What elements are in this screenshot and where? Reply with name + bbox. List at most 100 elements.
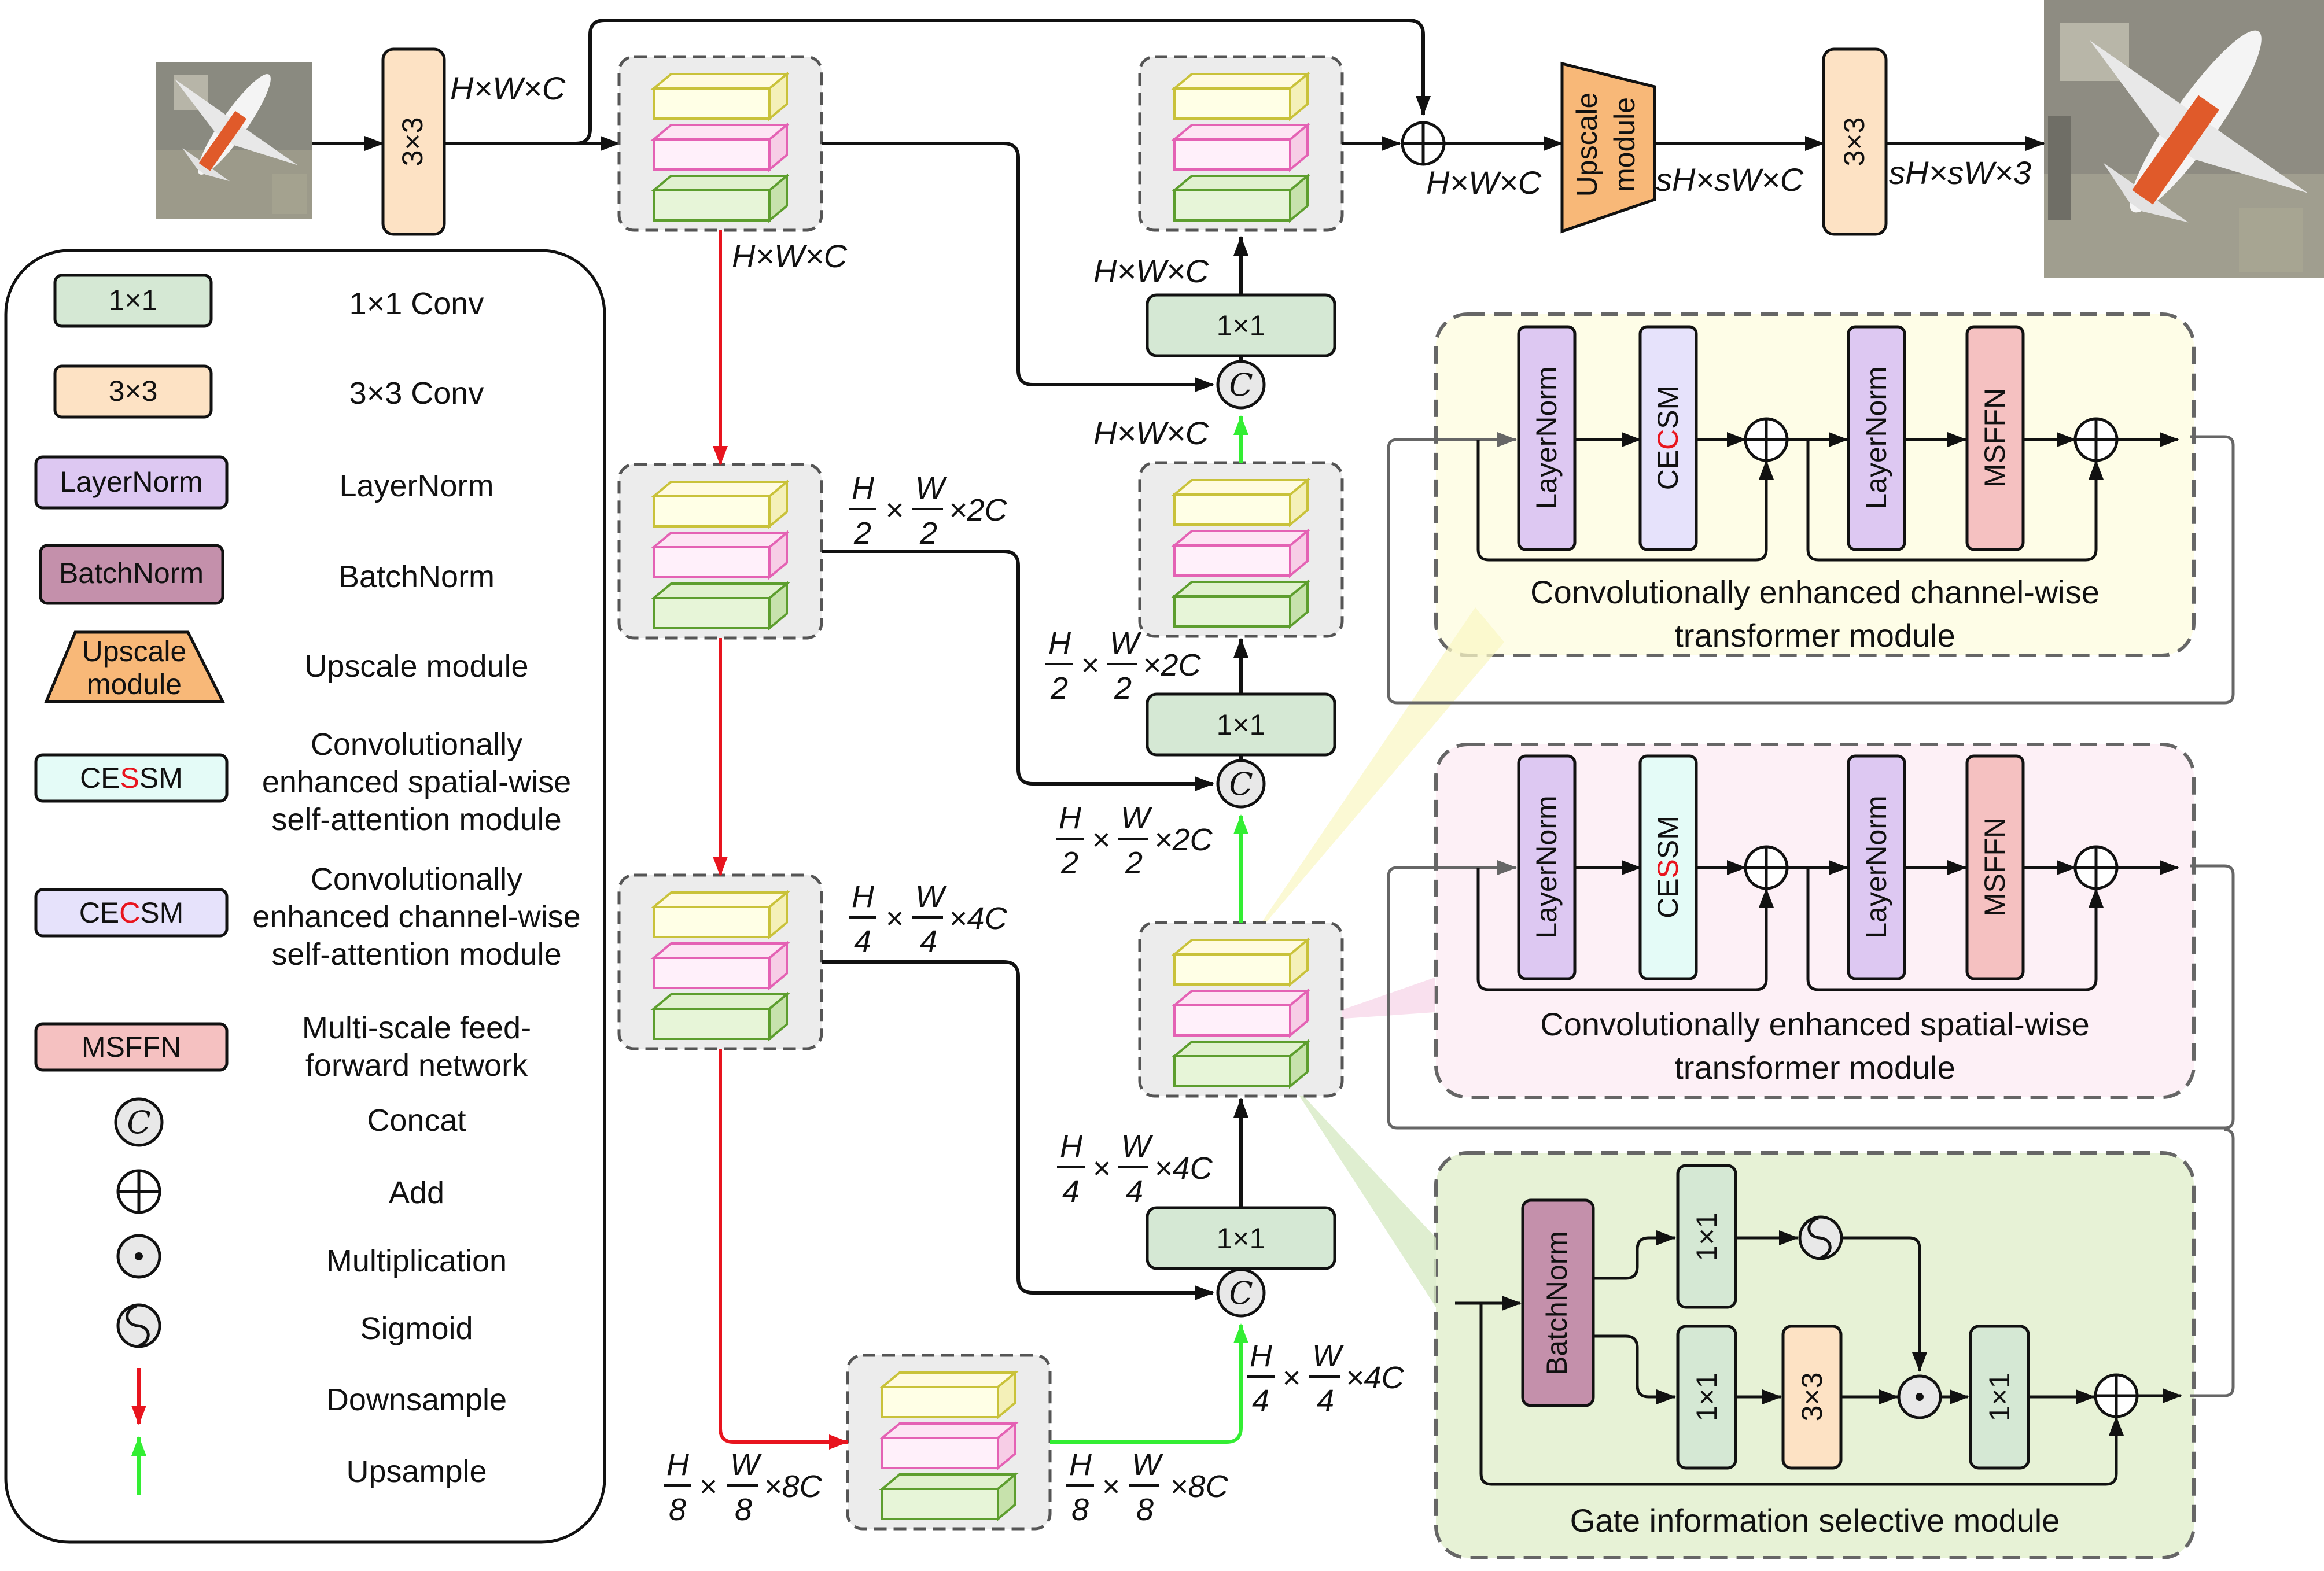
callout-channel: [1244, 607, 1504, 949]
gate-add: [2095, 1375, 2137, 1417]
legend-label-layernorm: LayerNorm: [339, 469, 493, 503]
dim-out-final: sH×sW×3: [1889, 154, 2031, 191]
add-node-global: [1402, 123, 1444, 164]
legend-label-down: Downsample: [326, 1382, 507, 1417]
svg-text:H: H: [852, 879, 875, 914]
svg-text:×: ×: [1092, 1151, 1111, 1186]
svg-text:CECSM: CECSM: [1652, 386, 1684, 491]
spatial-add-2: [2075, 847, 2117, 888]
encoder-block-4: [848, 1355, 1050, 1529]
svg-text:MSFFN: MSFFN: [1979, 388, 2011, 488]
dim-up3: H4 × W4 ×4C: [1247, 1338, 1405, 1418]
legend-swatch-cecsm: [34, 888, 229, 938]
legend-label-add: Add: [389, 1175, 444, 1210]
svg-text:LayerNorm: LayerNorm: [1530, 366, 1563, 509]
svg-text:C: C: [127, 1104, 150, 1141]
encoder-block-3: [619, 875, 822, 1049]
legend-label-msffn-1: Multi-scale feed-: [302, 1011, 531, 1045]
svg-text:1×1: 1×1: [1690, 1373, 1723, 1422]
svg-text:8: 8: [1136, 1492, 1154, 1527]
downsample-arrow-3: [719, 1049, 849, 1450]
concat-glyph-1: C: [1229, 367, 1253, 403]
svg-text:BatchNorm: BatchNorm: [1541, 1231, 1573, 1375]
svg-text:W: W: [1110, 626, 1142, 661]
gate-sigmoid: [1800, 1217, 1841, 1259]
channel-add-2: [2075, 419, 2117, 460]
svg-text:×4C: ×4C: [1154, 1151, 1213, 1186]
conv3-input-label: 3×3: [396, 117, 429, 167]
svg-text:4: 4: [854, 924, 871, 959]
spatial-transformer-module: LayerNorm CESSM LayerNorm MSFFN Convolut…: [1387, 754, 2235, 1130]
svg-text:8: 8: [735, 1492, 752, 1527]
svg-text:LayerNorm: LayerNorm: [1860, 795, 1892, 938]
svg-text:4: 4: [920, 924, 937, 959]
legend-swatch-cessm: [34, 753, 229, 803]
decoder-block-3: [1140, 923, 1342, 1096]
svg-text:H: H: [1250, 1338, 1273, 1373]
svg-text:×8C: ×8C: [1170, 1469, 1229, 1504]
svg-text:4: 4: [1317, 1384, 1334, 1418]
legend-swatch-batchnorm: [39, 544, 224, 605]
legend-swatch-conv1: [53, 274, 213, 328]
svg-text:W: W: [1312, 1338, 1345, 1373]
dim-enc1: H×W×C: [732, 238, 848, 274]
svg-text:4: 4: [1126, 1174, 1143, 1209]
svg-text:H: H: [1048, 626, 1071, 661]
svg-text:MSFFN: MSFFN: [82, 1031, 181, 1063]
gate-batchnorm: [1521, 1198, 1595, 1407]
upsample-arrow-1: [1050, 1323, 1248, 1444]
input-image: [156, 62, 312, 219]
legend-swatch-upscale: [44, 630, 226, 703]
spatial-module-caption-1: Convolutionally enhanced spatial-wise: [1540, 1006, 2089, 1042]
gate-module: BatchNorm 1×1 1×1 3×3 1×1 Gate informati…: [1455, 1128, 2235, 1539]
svg-text:H: H: [1060, 1129, 1083, 1164]
spatial-add-1: [1745, 847, 1787, 888]
legend-label-msffn-2: forward network: [305, 1048, 528, 1083]
concat-glyph-3: C: [1229, 1275, 1253, 1311]
svg-text:W: W: [915, 471, 948, 506]
encoder-block-2: [619, 464, 822, 638]
svg-text:H: H: [666, 1447, 690, 1482]
dim-enc2: H2 × W2 ×2C: [849, 471, 1008, 551]
svg-text:module: module: [87, 668, 182, 700]
decoder-block-2: [1140, 463, 1342, 636]
svg-text:W: W: [1121, 1129, 1154, 1164]
svg-text:×: ×: [1282, 1360, 1301, 1395]
svg-text:×2C: ×2C: [949, 493, 1008, 528]
dim-bottleneck-right: H8 × W8 ×8C: [1066, 1447, 1229, 1527]
legend-label-cessm-1: Convolutionally: [311, 727, 522, 762]
legend-label-cecsm-1: Convolutionally: [311, 862, 522, 897]
svg-text:2: 2: [853, 516, 871, 551]
svg-text:W: W: [730, 1447, 763, 1482]
svg-text:×: ×: [1092, 823, 1110, 857]
svg-text:3×3: 3×3: [109, 375, 158, 407]
svg-text:×: ×: [885, 493, 904, 528]
svg-text:2: 2: [1114, 671, 1132, 706]
decoder-block-1: [1140, 57, 1342, 230]
decoder-conv1-2-label: 1×1: [1217, 709, 1266, 741]
legend-swatch-msffn: [34, 1022, 229, 1072]
callout-gate: [1290, 1082, 1436, 1307]
svg-text:2: 2: [1125, 846, 1143, 880]
svg-text:1×1: 1×1: [109, 284, 158, 316]
upscale-label-1: Upscale: [1571, 93, 1603, 197]
svg-text:1×1: 1×1: [1690, 1212, 1723, 1262]
svg-text:8: 8: [1071, 1492, 1089, 1527]
legend-label-cessm-2: enhanced spatial-wise: [262, 765, 571, 799]
legend-label-cecsm-2: enhanced channel-wise: [252, 899, 580, 934]
svg-text:LayerNorm: LayerNorm: [1860, 366, 1892, 509]
legend-add-icon: [118, 1171, 160, 1212]
conv3-output-label: 3×3: [1838, 117, 1870, 167]
legend-label-batchnorm: BatchNorm: [338, 559, 495, 594]
svg-text:LayerNorm: LayerNorm: [60, 466, 202, 498]
svg-text:2: 2: [919, 516, 937, 551]
dim-dec3-top: H4 × W4 ×4C: [1057, 1129, 1213, 1209]
legend-label-cecsm-3: self-attention module: [271, 937, 561, 972]
decoder-conv1-3-label: 1×1: [1217, 1222, 1266, 1255]
concat-glyph-2: C: [1229, 766, 1253, 802]
legend-label-concat: Concat: [367, 1103, 466, 1138]
output-image: [2044, 0, 2324, 278]
legend-swatch-layernorm: [34, 455, 229, 510]
channel-module-caption-1: Convolutionally enhanced channel-wise: [1530, 574, 2100, 610]
